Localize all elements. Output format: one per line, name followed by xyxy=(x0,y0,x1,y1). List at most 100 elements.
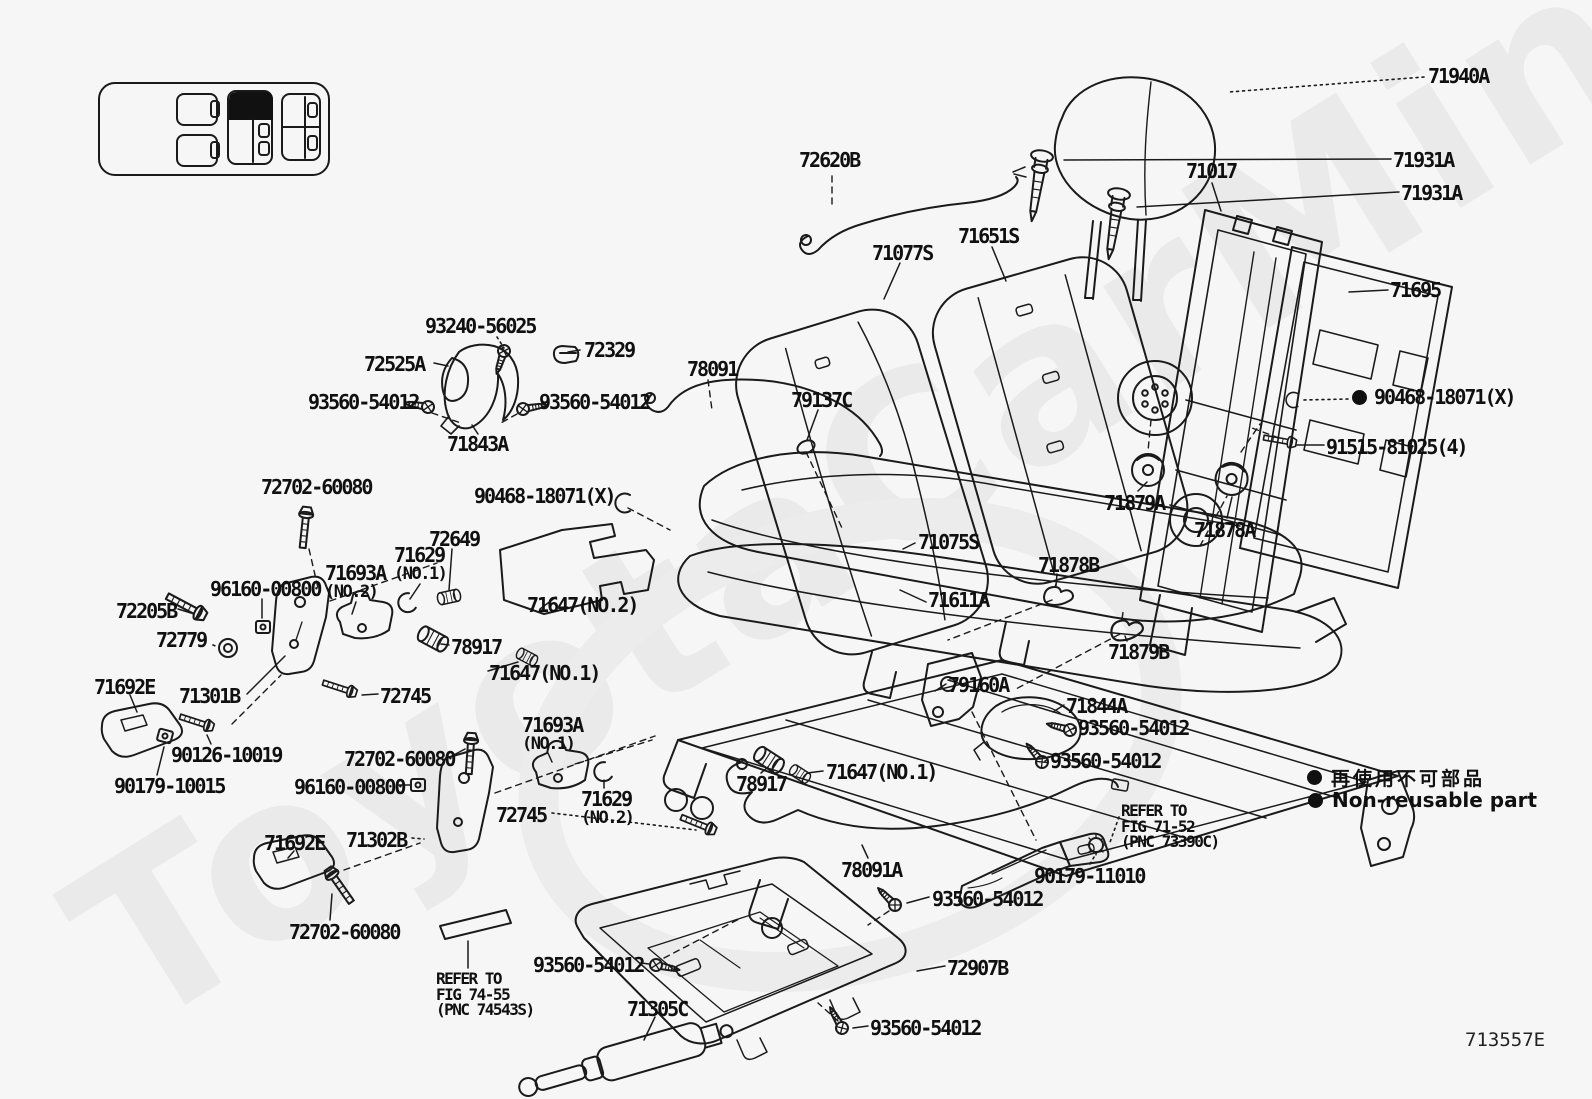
damper-art xyxy=(518,1022,734,1098)
part-label: 71301B xyxy=(179,686,241,706)
part-number-text: (NO.2) xyxy=(325,582,379,602)
part-number-text: 91515-81025(4) xyxy=(1326,435,1469,459)
reference-note-text: (PNC 73390C) xyxy=(1121,832,1220,851)
seat-cushion-art xyxy=(677,451,1347,693)
part-number-text: 71611A xyxy=(928,588,990,612)
part-label: 71693A(NO.2) xyxy=(325,561,387,602)
part-label: 71693A(NO.1) xyxy=(522,715,584,754)
part-label: 71017 xyxy=(1186,159,1238,183)
part-label: 79137C xyxy=(791,390,853,410)
part-label: 96160-00800 xyxy=(294,775,406,799)
part-number-text: 72205B xyxy=(116,599,178,623)
part-label: 72745 xyxy=(380,684,432,708)
part-label: 71931A xyxy=(1393,150,1455,170)
part-number-text: (NO.2) xyxy=(581,808,635,828)
part-label: 71647(NO.1) xyxy=(489,661,601,685)
part-number-text: 71693A xyxy=(325,561,387,585)
leader-lines xyxy=(129,158,1400,1041)
part-label: 72702-60080 xyxy=(261,475,373,499)
part-label: 72702-60080 xyxy=(344,749,456,769)
part-label: 72907B xyxy=(947,956,1009,980)
part-label: 71878A xyxy=(1194,518,1256,542)
part-label: 71940A xyxy=(1428,64,1490,88)
part-number-text: 72907B xyxy=(947,956,1009,980)
part-number-text: 71077S xyxy=(872,241,934,265)
reference-note-text: FIG 71-52 xyxy=(1121,816,1196,836)
part-number-text: 96160-00800 xyxy=(294,775,406,799)
legend-row-en: Non-reusable part xyxy=(1308,788,1537,812)
part-number-text: 93560-54012 xyxy=(1050,749,1162,773)
part-label: 71647(NO.1) xyxy=(826,762,938,782)
part-label: 72702-60080 xyxy=(289,922,401,942)
part-label: 71647(NO.2) xyxy=(527,595,639,615)
part-number-text: 71879B xyxy=(1108,640,1170,664)
reference-note-text: REFER TO xyxy=(1121,801,1188,820)
part-number-text: 71305C xyxy=(627,997,689,1021)
part-label: 71844A xyxy=(1066,694,1128,718)
part-label: 91515-81025(4) xyxy=(1326,435,1469,459)
seatbelt-buckle-art xyxy=(958,832,1110,909)
part-label: 79160A xyxy=(948,673,1010,697)
part-label: 93560-54012 xyxy=(932,889,1044,909)
part-label: 71931A xyxy=(1401,181,1463,205)
part-number-text: 93560-54012 xyxy=(1078,716,1190,740)
part-number-text: 71017 xyxy=(1186,159,1238,183)
part-number-text: 78091A xyxy=(841,858,903,882)
legend-en-text: Non-reusable part xyxy=(1332,788,1538,812)
part-label: 93560-54012 xyxy=(870,1018,982,1038)
reference-note-text: (PNC 74543S) xyxy=(436,1000,535,1019)
seatback-frame-art xyxy=(1117,209,1323,656)
part-number-text: (NO.1) xyxy=(522,734,576,754)
part-number-text: 72525A xyxy=(364,352,426,376)
cable-art xyxy=(644,166,1130,830)
part-number-text: 93240-56025 xyxy=(425,314,537,338)
part-number-text: 90126-10019 xyxy=(171,743,283,767)
highlighted-seat xyxy=(229,92,273,120)
headrest-support-art xyxy=(1019,147,1055,224)
part-number-text: 71647(NO.1) xyxy=(489,661,601,685)
part-number-text: 78091 xyxy=(687,357,739,381)
part-number-text: 90179-10015 xyxy=(114,774,226,798)
part-number-text: 72745 xyxy=(380,684,432,708)
part-number-text: 71692E xyxy=(264,831,326,855)
part-label: 93240-56025 xyxy=(425,314,537,338)
part-number-text: 72620B xyxy=(799,148,861,172)
part-label: 78917 xyxy=(736,774,788,794)
part-number-text: 78917 xyxy=(451,635,503,659)
part-label: 93560-54012 xyxy=(1078,716,1190,740)
part-number-text: 71878A xyxy=(1194,518,1256,542)
part-label: 72620B xyxy=(799,148,861,172)
part-label: 72649 xyxy=(429,527,481,551)
part-label: 71077S xyxy=(872,241,934,265)
part-label: 71695 xyxy=(1390,278,1442,302)
part-number-text: 71075S xyxy=(918,530,980,554)
part-label: 90179-10015 xyxy=(114,774,226,798)
part-number-text: 72649 xyxy=(429,527,481,551)
part-number-text: 96160-00800 xyxy=(210,577,322,601)
part-label: 78917 xyxy=(451,635,503,659)
part-number-text: 71940A xyxy=(1428,64,1490,88)
part-label: 72329 xyxy=(584,340,636,360)
figure-id: 713557E xyxy=(1465,1029,1546,1051)
part-label: 78091A xyxy=(841,858,903,882)
legend-jp-text: 再使用不可部品 xyxy=(1331,768,1486,790)
part-label: 93560-54012 xyxy=(539,392,651,412)
part-label: 71629(NO.2) xyxy=(581,789,635,828)
non-reusable-bullet-icon xyxy=(1307,770,1322,785)
part-number-text: 71931A xyxy=(1401,181,1463,205)
seat-track-frame-art xyxy=(662,652,1416,939)
part-number-text: 71844A xyxy=(1066,694,1128,718)
part-number-text: 79160A xyxy=(948,673,1010,697)
part-number-text: 72702-60080 xyxy=(261,475,373,499)
part-number-text: 71629 xyxy=(394,543,446,567)
part-number-text: 71695 xyxy=(1390,278,1442,302)
headrest-support-art xyxy=(1096,185,1132,262)
part-label: 93560-54012 xyxy=(533,955,645,975)
part-label: 71692E xyxy=(94,677,156,697)
part-label: 96160-00800 xyxy=(210,577,322,601)
part-label: 71879A xyxy=(1104,493,1166,513)
part-number-text: 93560-54012 xyxy=(308,390,420,414)
